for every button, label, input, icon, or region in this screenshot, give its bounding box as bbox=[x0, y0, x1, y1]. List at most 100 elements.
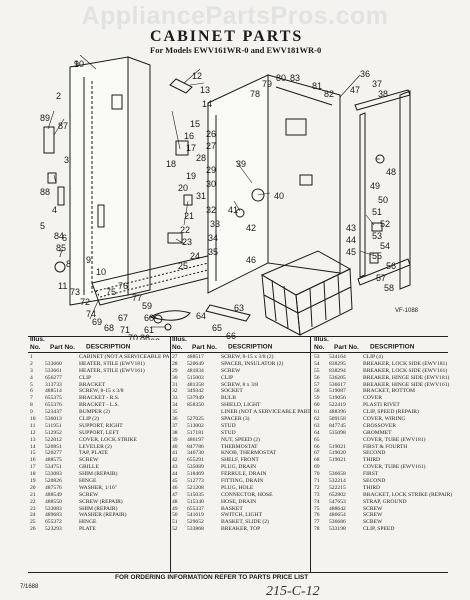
page-subtitle: For Models EWV161WR-0 and EWV181WR-0 bbox=[150, 45, 322, 55]
callout-47: 47 bbox=[350, 85, 360, 95]
callout-11: 11 bbox=[58, 281, 67, 291]
description: SCREW (REPAIR) bbox=[79, 498, 123, 505]
callout-7: 7 bbox=[58, 249, 63, 259]
description: SCREW, 8 x 3/8 bbox=[221, 381, 259, 388]
callout-65: 65 bbox=[212, 323, 222, 333]
illus-no: 32 bbox=[172, 388, 178, 395]
illus-no: 12 bbox=[30, 429, 36, 436]
part-no: 520649 bbox=[187, 360, 204, 367]
callout-16: 16 bbox=[184, 131, 194, 141]
callout-76: 76 bbox=[118, 281, 128, 291]
description: HINGE bbox=[79, 478, 97, 485]
description: CLIP bbox=[221, 374, 234, 381]
part-no: 520277 bbox=[45, 450, 62, 457]
part-no: 489683 bbox=[45, 512, 62, 519]
callout-32: 32 bbox=[206, 205, 216, 215]
callout-90: 90 bbox=[74, 59, 84, 69]
part-no: 533198 bbox=[329, 526, 346, 533]
callout-15: 15 bbox=[190, 119, 200, 129]
illus-no: 26 bbox=[30, 526, 36, 533]
illus-no: 66 bbox=[314, 443, 320, 450]
part-no: 533661 bbox=[45, 367, 62, 374]
callout-59: 59 bbox=[142, 301, 152, 311]
callout-37: 37 bbox=[372, 79, 382, 89]
part-no: 519021 bbox=[329, 443, 346, 450]
cabinet-shell bbox=[69, 56, 151, 306]
description: GRILLE bbox=[79, 464, 99, 471]
breaker-strips bbox=[354, 89, 411, 290]
part-no: 522012 bbox=[45, 436, 62, 443]
part-no: 488517 bbox=[187, 354, 204, 360]
illus-no: 33 bbox=[172, 395, 178, 402]
part-no: 655337 bbox=[187, 505, 204, 512]
illus-no: 53 bbox=[314, 354, 320, 360]
illus-no: 21 bbox=[30, 491, 36, 498]
callout-35: 35 bbox=[208, 247, 218, 257]
small-parts bbox=[43, 78, 385, 331]
callout-69: 69 bbox=[92, 317, 102, 327]
description: LINER (NOT A SERVICEABLE PART) bbox=[221, 409, 311, 416]
part-no: 523293 bbox=[45, 526, 62, 533]
illus-no: 61 bbox=[314, 409, 320, 416]
callout-17: 17 bbox=[186, 143, 196, 153]
callout-89: 89 bbox=[40, 113, 50, 123]
part-no: 655375 bbox=[45, 395, 62, 402]
basket bbox=[260, 250, 353, 336]
illus-no: 17 bbox=[30, 464, 36, 471]
description: SECOND bbox=[363, 450, 386, 457]
callout-6: 6 bbox=[62, 233, 67, 243]
description: KNOB, THERMOSTAT bbox=[221, 450, 277, 457]
description: SCREW bbox=[363, 519, 383, 526]
part-no: 535089 bbox=[187, 464, 204, 471]
part-no: 536658 bbox=[329, 471, 346, 478]
part-no: 513002 bbox=[187, 422, 204, 429]
ordering-note: FOR ORDERING INFORMATION REFER TO PARTS … bbox=[115, 574, 309, 581]
part-no: 481834 bbox=[187, 367, 204, 374]
figure-code: VF-1088 bbox=[395, 308, 419, 314]
callout-88: 88 bbox=[40, 187, 50, 197]
description: SHIM (REPAIR) bbox=[79, 471, 118, 478]
description: SUPPORT, LEFT bbox=[79, 429, 119, 436]
callout-30: 30 bbox=[206, 179, 216, 189]
description: BRACKET bbox=[79, 381, 106, 388]
description: SCREW bbox=[363, 505, 383, 512]
illus-no: 55 bbox=[314, 367, 320, 374]
part-no: 520826 bbox=[45, 478, 62, 485]
illus-no: 71 bbox=[314, 478, 320, 485]
description: HOSE, DRAIN bbox=[221, 498, 257, 505]
part-no: 547653 bbox=[329, 498, 346, 505]
watermark: AppliancePartsPros.com bbox=[81, 2, 389, 30]
callout-24: 24 bbox=[190, 251, 200, 261]
table-header: Illus. No.Part No.DESCRIPTION bbox=[172, 336, 273, 351]
callout-21: 21 bbox=[184, 211, 194, 221]
illus-no: 69 bbox=[314, 464, 320, 471]
part-no: 520851 bbox=[45, 443, 62, 450]
callout-46: 46 bbox=[246, 255, 256, 265]
illus-no: 62 bbox=[314, 416, 320, 423]
part-no: 847786 bbox=[187, 443, 204, 450]
part-no: 533083 bbox=[45, 505, 62, 512]
part-no: 515340 bbox=[187, 498, 204, 505]
description: COVER, TUBE (EWV181) bbox=[363, 436, 426, 443]
